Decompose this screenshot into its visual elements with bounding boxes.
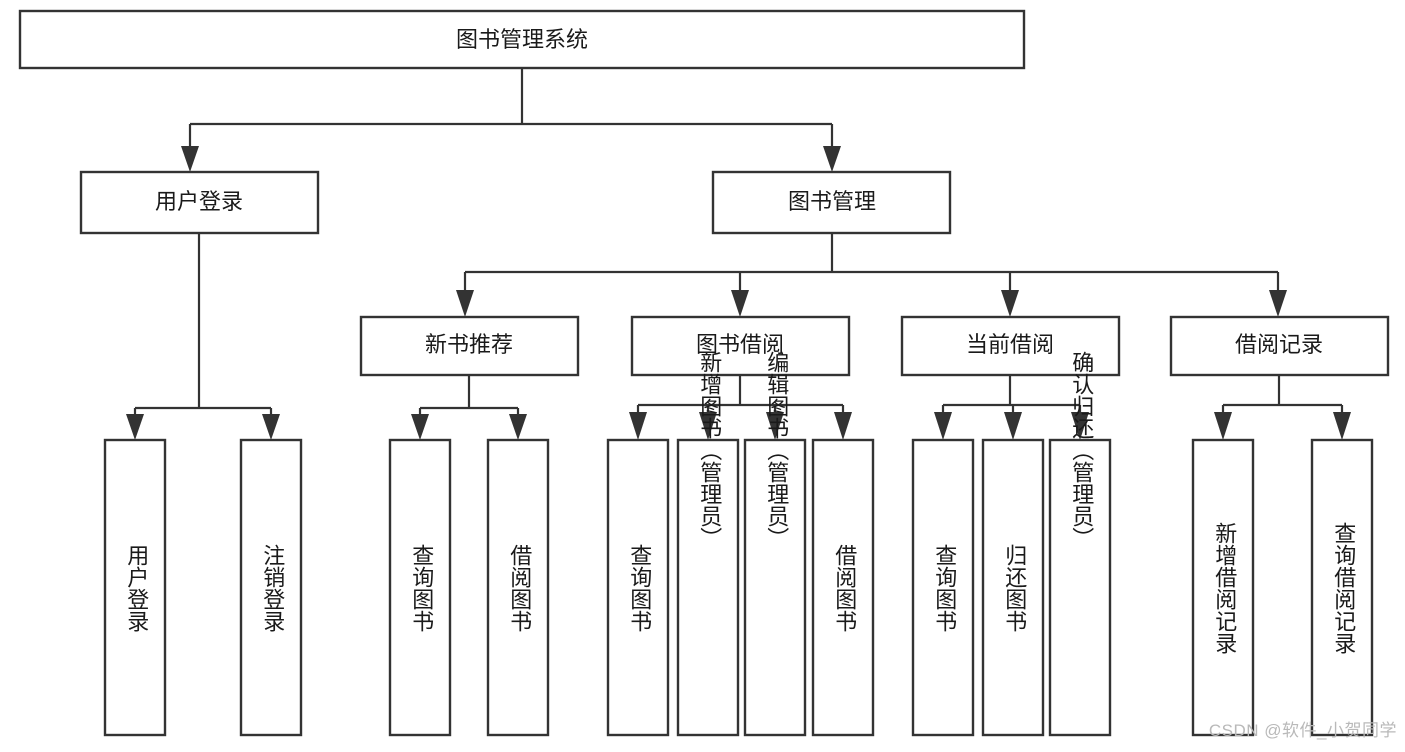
leaf-node-add-borrow-record[interactable]: 新增借阅记录 [1191, 438, 1255, 737]
leaf-label-borrow-book: 借阅图书 [832, 544, 857, 632]
leaf-box-borrow-book[interactable] [811, 438, 875, 737]
leaf-node-user-logout[interactable]: 注销登录 [239, 438, 303, 737]
node-label-borrow-record: 借阅记录 [1235, 332, 1323, 357]
arrow-to-leaf-return-book [1004, 412, 1022, 440]
arrow-to-user-login [181, 146, 199, 172]
node-box-current-borrow[interactable] [900, 315, 1121, 377]
arrow-to-leaf-query-book-1 [411, 414, 429, 440]
leaf-node-edit-book[interactable]: 编辑图书（管理员） [743, 351, 807, 737]
leaf-node-query-borrow-record[interactable]: 查询借阅记录 [1310, 438, 1374, 737]
node-label-book-borrow: 图书借阅 [696, 332, 784, 357]
node-box-borrow-record[interactable] [1169, 315, 1390, 377]
arrow-to-leaf-edit-book [766, 412, 784, 440]
arrow-to-leaf-borrow-book-1 [509, 414, 527, 440]
node-book-manage[interactable]: 图书管理 [711, 170, 952, 235]
arrow-to-book-borrow [731, 290, 749, 317]
leaf-box-query-borrow-record[interactable] [1310, 438, 1374, 737]
arrow-to-leaf-borrow-book-2 [834, 412, 852, 440]
node-box-book-borrow[interactable] [630, 315, 851, 377]
node-label-current-borrow: 当前借阅 [966, 332, 1054, 357]
leaf-node-add-book[interactable]: 新增图书（管理员） [676, 351, 740, 737]
leaf-label-edit-book: 编辑图书（管理员） [764, 351, 789, 549]
node-new-book-recommend[interactable]: 新书推荐 [359, 315, 580, 377]
leaf-box-borrow-book-recommend[interactable] [486, 438, 550, 737]
leaf-label-user-logout: 注销登录 [260, 544, 285, 632]
node-box-new-book-recommend[interactable] [359, 315, 580, 377]
node-label-system-root: 图书管理系统 [456, 27, 588, 52]
leaf-box-edit-book[interactable] [743, 438, 807, 737]
leaf-box-confirm-return[interactable] [1048, 438, 1112, 737]
leaf-label-user-login: 用户登录 [124, 544, 149, 632]
leaf-box-user-login[interactable] [103, 438, 167, 737]
node-label-user-login: 用户登录 [155, 189, 243, 214]
arrow-to-borrow-record [1269, 290, 1287, 317]
leaf-box-query-book-current[interactable] [911, 438, 975, 737]
leaf-box-query-book-borrow[interactable] [606, 438, 670, 737]
leaf-label-add-book: 新增图书（管理员） [697, 351, 722, 549]
connector-group-current-borrow-to-leaves [934, 375, 1089, 440]
leaf-node-query-book-current[interactable]: 查询图书 [911, 438, 975, 737]
leaf-node-user-login[interactable]: 用户登录 [103, 438, 167, 737]
node-box-system-root[interactable] [18, 9, 1026, 70]
leaf-label-query-book-current: 查询图书 [932, 544, 957, 632]
leaf-label-return-book: 归还图书 [1002, 544, 1027, 632]
arrow-to-leaf-add-record [1214, 412, 1232, 440]
node-borrow-record[interactable]: 借阅记录 [1169, 315, 1390, 377]
node-label-new-book-recommend: 新书推荐 [425, 332, 513, 357]
connector-group-root-to-level2 [181, 68, 841, 172]
leaf-label-query-book-borrow: 查询图书 [627, 544, 652, 632]
node-system-root[interactable]: 图书管理系统 [18, 9, 1026, 70]
connector-group-new-book-recommend-to-leaves [411, 375, 527, 440]
node-box-book-manage[interactable] [711, 170, 952, 235]
leaf-label-confirm-return: 确认归还（管理员） [1069, 351, 1094, 549]
leaf-box-add-book[interactable] [676, 438, 740, 737]
leaf-label-add-borrow-record: 新增借阅记录 [1212, 522, 1237, 654]
node-book-borrow[interactable]: 图书借阅 [630, 315, 851, 377]
leaf-node-query-book-recommend[interactable]: 查询图书 [388, 438, 452, 737]
leaf-label-query-borrow-record: 查询借阅记录 [1331, 522, 1356, 654]
leaf-node-return-book[interactable]: 归还图书 [981, 438, 1045, 737]
arrow-to-new-book-recommend [456, 290, 474, 317]
node-current-borrow[interactable]: 当前借阅 [900, 315, 1121, 377]
connector-group-borrow-record-to-leaves [1214, 375, 1351, 440]
leaf-node-borrow-book-recommend[interactable]: 借阅图书 [486, 438, 550, 737]
arrow-to-leaf-query-book-3 [934, 412, 952, 440]
leaf-node-borrow-book[interactable]: 借阅图书 [811, 438, 875, 737]
arrow-to-leaf-confirm-return [1071, 412, 1089, 440]
leaf-label-query-book-recommend: 查询图书 [409, 544, 434, 632]
arrow-to-leaf-user-login [126, 414, 144, 440]
arrow-to-leaf-user-logout [262, 414, 280, 440]
leaf-box-user-logout[interactable] [239, 438, 303, 737]
connector-group-user-login-to-leaves [126, 233, 280, 440]
leaf-box-return-book[interactable] [981, 438, 1045, 737]
arrow-to-leaf-add-book [699, 412, 717, 440]
node-user-login[interactable]: 用户登录 [79, 170, 320, 235]
leaf-node-query-book-borrow[interactable]: 查询图书 [606, 438, 670, 737]
arrow-to-leaf-query-record [1333, 412, 1351, 440]
arrow-to-leaf-query-book-2 [629, 412, 647, 440]
arrow-to-book-manage [823, 146, 841, 172]
node-label-book-manage: 图书管理 [788, 189, 876, 214]
connector-group-book-borrow-to-leaves [629, 375, 852, 440]
leaf-node-confirm-return[interactable]: 确认归还（管理员） [1048, 351, 1112, 737]
leaf-box-query-book-recommend[interactable] [388, 438, 452, 737]
leaf-box-add-borrow-record[interactable] [1191, 438, 1255, 737]
connector-group-book-manage-to-level3 [456, 233, 1287, 317]
arrow-to-current-borrow [1001, 290, 1019, 317]
node-box-user-login[interactable] [79, 170, 320, 235]
leaf-label-borrow-book-recommend: 借阅图书 [507, 544, 532, 632]
